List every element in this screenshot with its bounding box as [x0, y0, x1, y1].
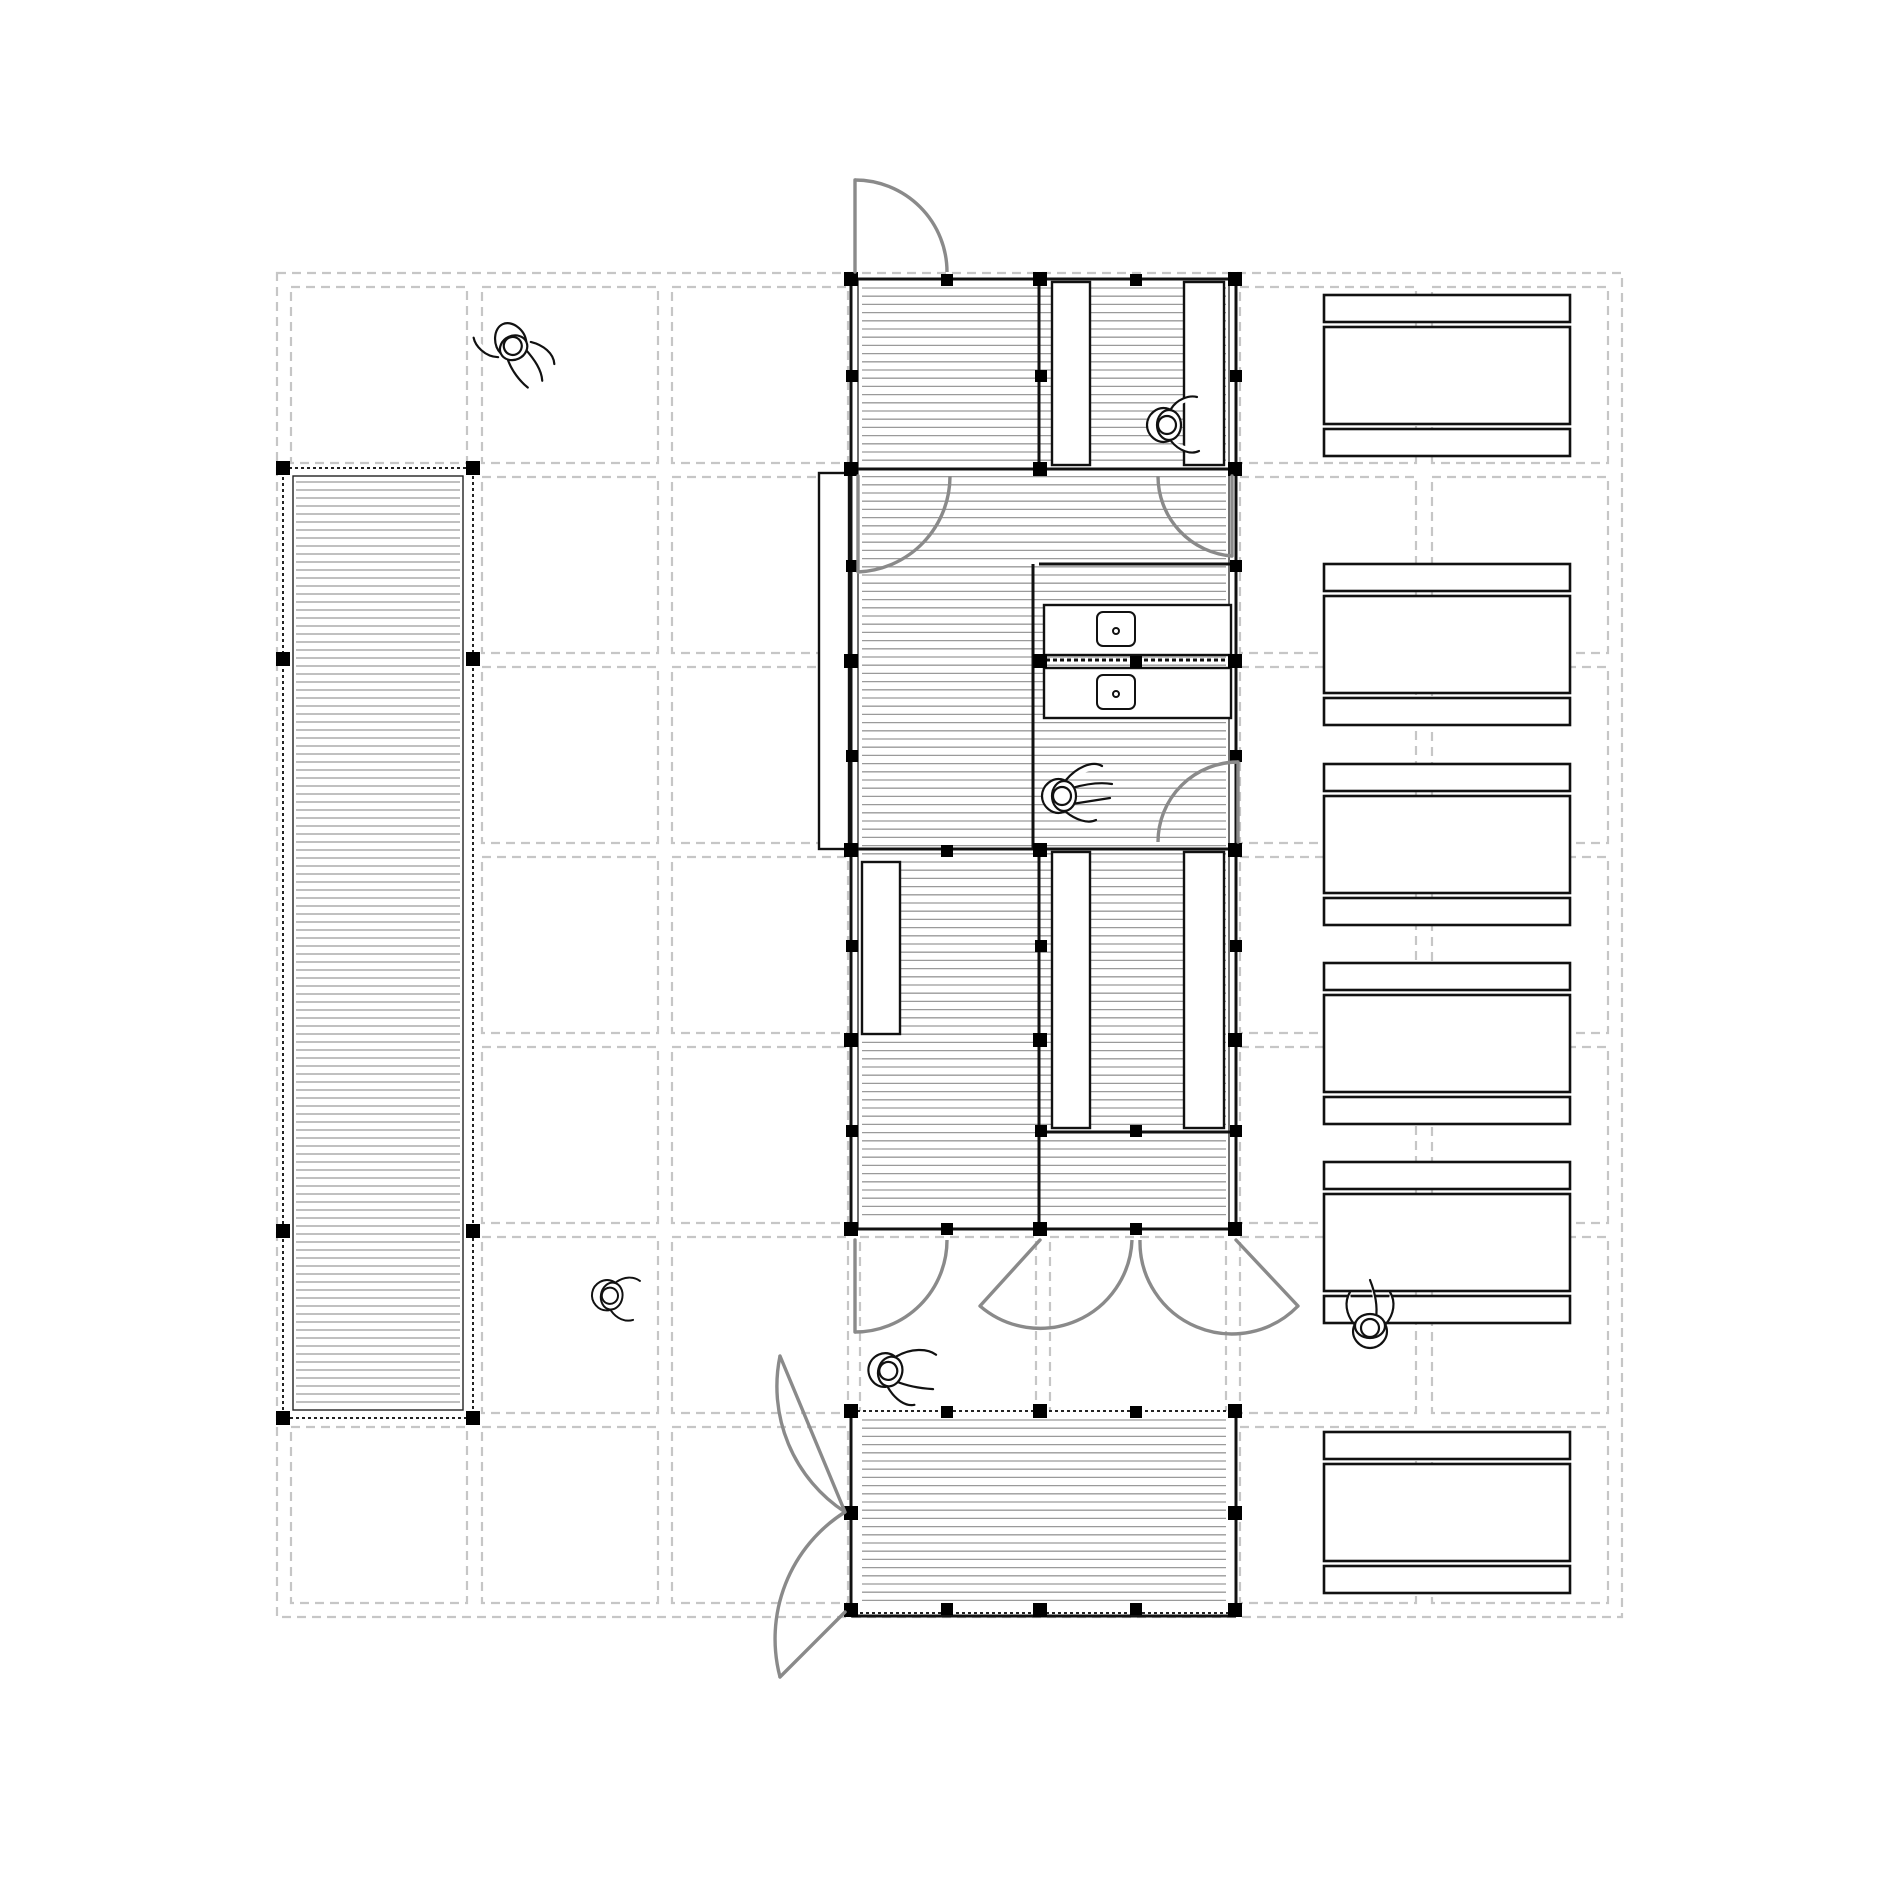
bench — [1322, 696, 1572, 727]
table-top — [1322, 325, 1572, 426]
people — [472, 322, 1395, 1407]
door-north — [853, 178, 949, 274]
bench — [1322, 562, 1572, 593]
left-deck-posts — [276, 461, 480, 1425]
door-lower-deck-bottom — [773, 1510, 847, 1679]
grid-cell — [1430, 1235, 1610, 1415]
sink-counter-2 — [1042, 666, 1233, 720]
partition-ne — [1182, 280, 1226, 467]
person-6 — [1345, 1278, 1395, 1350]
left-deck-slats — [296, 481, 460, 1403]
bench — [1322, 1430, 1572, 1461]
grid-cell — [670, 285, 850, 465]
person-2 — [1145, 395, 1201, 454]
grid-cell — [1048, 1235, 1228, 1415]
door-lower-deck-top — [775, 1354, 847, 1514]
door-south-double-left — [978, 1238, 1134, 1330]
partition-sw — [1050, 850, 1092, 1130]
partitions — [1050, 280, 1226, 1130]
lower-deck-slats — [862, 1419, 1226, 1602]
person-3 — [1040, 762, 1114, 823]
table-top — [1322, 1192, 1572, 1293]
grid-cell — [480, 855, 660, 1035]
picnic-table-6 — [1322, 1430, 1572, 1595]
sink-counter-1 — [1042, 603, 1233, 657]
grid-cell — [289, 285, 469, 465]
lower-deck — [844, 1404, 1242, 1618]
bench — [1322, 896, 1572, 927]
lower-deck-posts — [844, 1404, 1242, 1617]
table-top — [1322, 1462, 1572, 1563]
table-top — [1322, 794, 1572, 895]
door-south-double-right — [1138, 1238, 1300, 1336]
interior-bench — [860, 860, 902, 1036]
grid-cell — [670, 855, 850, 1035]
table-top — [1322, 993, 1572, 1094]
door-hall-east — [1156, 474, 1234, 558]
bench — [1322, 1564, 1572, 1595]
main-building-posts — [844, 272, 1242, 1236]
picnic-table-4 — [1322, 961, 1572, 1126]
person-5 — [867, 1348, 938, 1407]
grid-cell — [480, 1425, 660, 1605]
sink-drain-2 — [1112, 690, 1120, 698]
grid-cell — [670, 1045, 850, 1225]
bench — [1322, 762, 1572, 793]
partition-nw — [1050, 280, 1092, 467]
grid-cell — [480, 285, 660, 465]
table-top — [1322, 594, 1572, 695]
sink-counters — [1042, 603, 1233, 720]
grid-cell — [1238, 1235, 1418, 1415]
door-south-west — [853, 1238, 949, 1334]
picnic-table-1 — [1322, 293, 1572, 458]
grid-cell — [670, 1235, 850, 1415]
picnic-table-5 — [1322, 1160, 1572, 1325]
picnic-table-2 — [1322, 562, 1572, 727]
grid-cell — [480, 665, 660, 845]
door-hall-west — [856, 474, 952, 574]
picnic-table-3 — [1322, 762, 1572, 927]
sink-drain-1 — [1112, 627, 1120, 635]
grid-cell — [480, 475, 660, 655]
left-deck — [276, 461, 480, 1425]
bench — [1322, 427, 1572, 458]
bench — [1322, 961, 1572, 992]
door-washroom — [1156, 760, 1240, 844]
bench — [1322, 293, 1572, 324]
bench — [1322, 1160, 1572, 1191]
grid-cell — [289, 1425, 469, 1605]
person-1 — [472, 322, 556, 389]
person-4 — [591, 1276, 641, 1322]
bench — [1322, 1095, 1572, 1126]
grid-cell — [480, 1235, 660, 1415]
grid-cell — [480, 1045, 660, 1225]
picnic-tables — [1322, 293, 1572, 1595]
partition-se — [1182, 850, 1226, 1130]
doors — [773, 178, 1300, 1679]
